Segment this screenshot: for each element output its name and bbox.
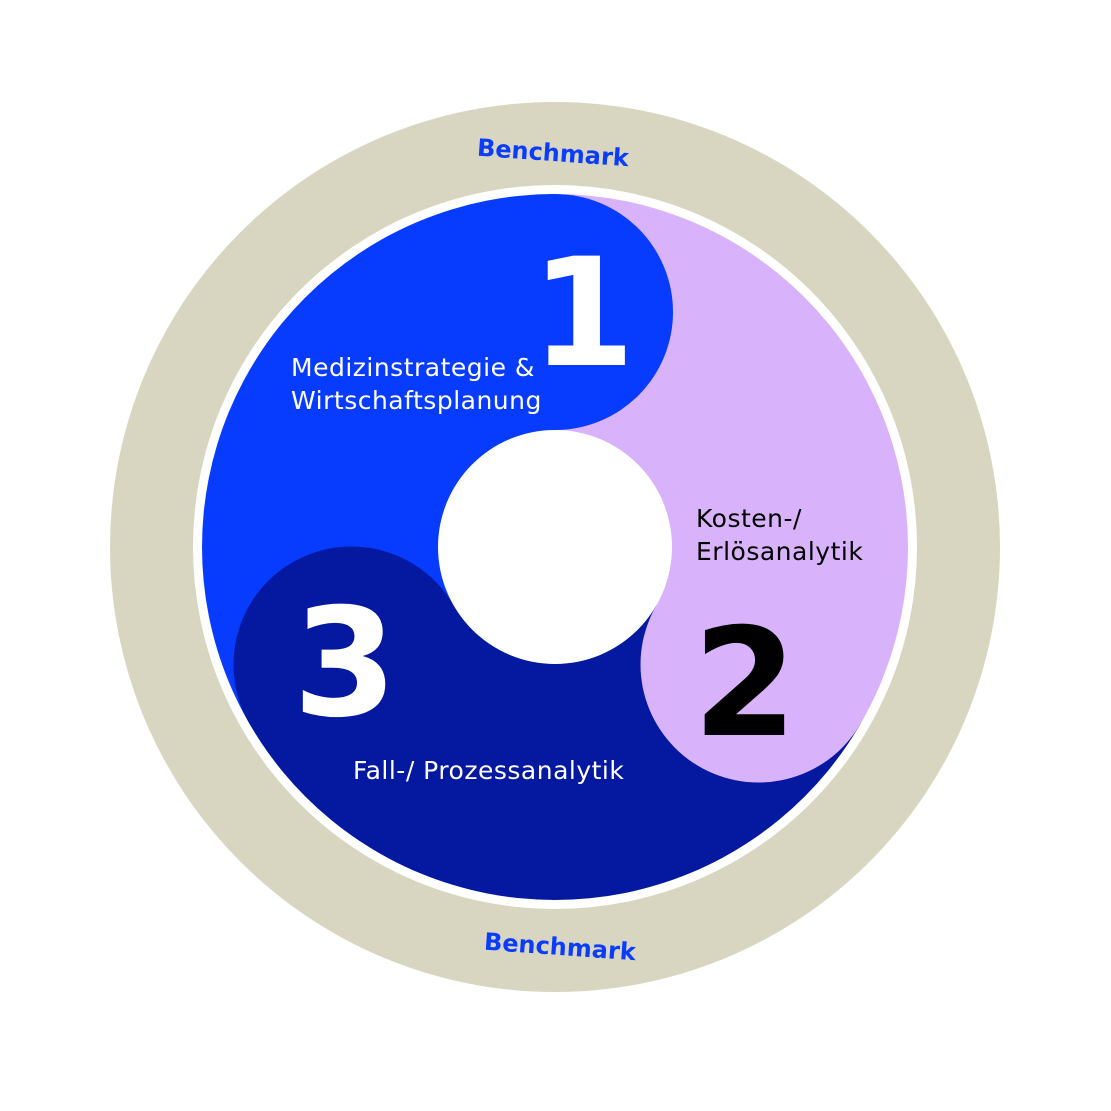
segment-1-label-line1: Medizinstrategie & bbox=[291, 353, 535, 382]
segment-2-number: 2 bbox=[693, 597, 797, 771]
segment-3-label: Fall-/ Prozessanalytik bbox=[353, 756, 624, 785]
center-hole bbox=[438, 430, 672, 664]
segment-2-lobe bbox=[640, 546, 877, 783]
segment-3-lobe bbox=[233, 546, 470, 783]
segment-3-number: 3 bbox=[293, 577, 397, 751]
segment-2-label-line2: Erlösanalytik bbox=[696, 537, 863, 566]
segment-1-number: 1 bbox=[531, 227, 635, 401]
segment-2-label-line1: Kosten-/ bbox=[696, 504, 802, 533]
segment-1-label-line2: Wirtschaftsplanung bbox=[291, 386, 542, 415]
segment-1-lobe bbox=[437, 194, 673, 430]
